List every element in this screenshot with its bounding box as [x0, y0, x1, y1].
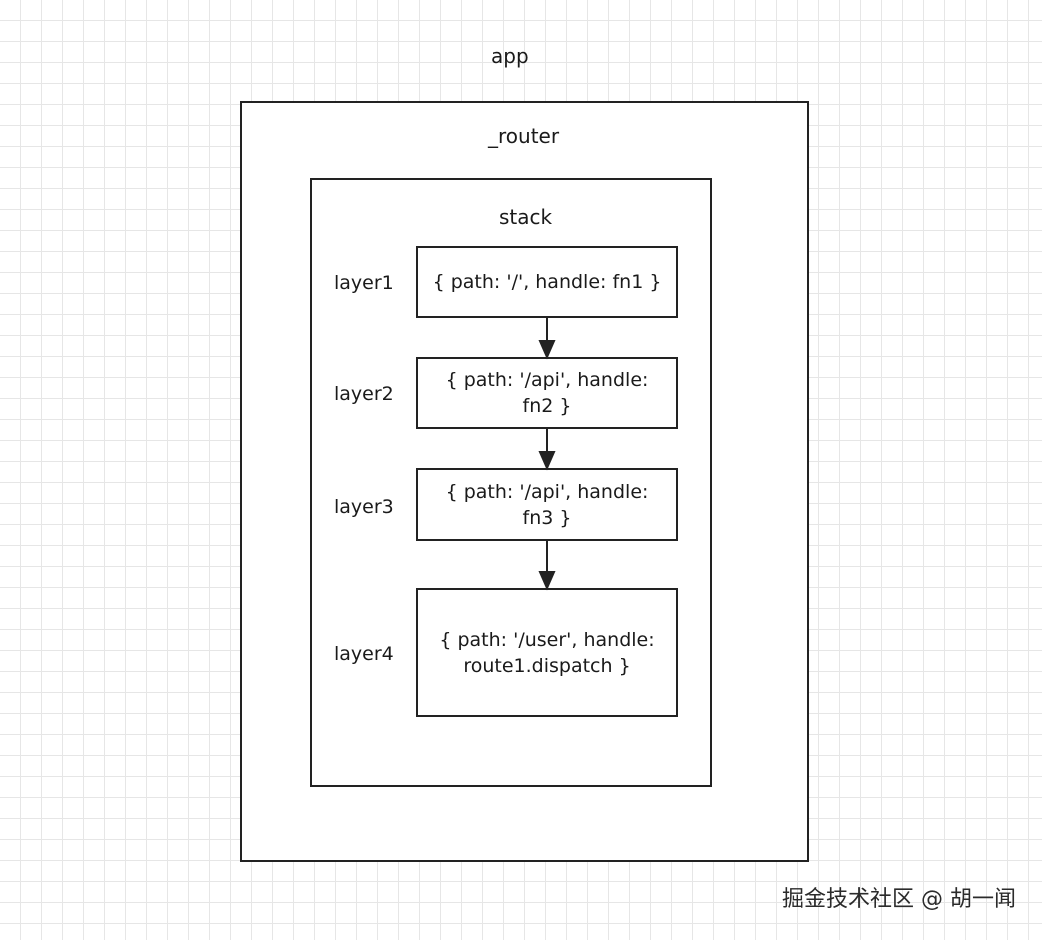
watermark: 掘金技术社区 @ 胡一闻: [782, 887, 1016, 912]
layer-name: layer1: [334, 272, 394, 294]
router-label: _router: [488, 124, 560, 148]
layer-name: layer4: [334, 643, 394, 665]
layer-content: { path: '/user', handle: route1.dispatch…: [439, 628, 655, 677]
layer-content: { path: '/', handle: fn1 }: [432, 271, 662, 293]
layer-box: { path: '/api', handle: fn3 }: [416, 468, 678, 541]
layer-box: { path: '/', handle: fn1 }: [416, 246, 678, 318]
stack-label: stack: [499, 205, 553, 229]
app-label: app: [491, 44, 529, 68]
layer-content: { path: '/api', handle: fn2 }: [445, 369, 649, 417]
layer-box: { path: '/api', handle: fn2 }: [416, 357, 678, 429]
layer-name: layer2: [334, 383, 394, 405]
layer-name: layer3: [334, 496, 394, 518]
layer-box: { path: '/user', handle: route1.dispatch…: [416, 588, 678, 717]
layer-content: { path: '/api', handle: fn3 }: [445, 480, 649, 529]
